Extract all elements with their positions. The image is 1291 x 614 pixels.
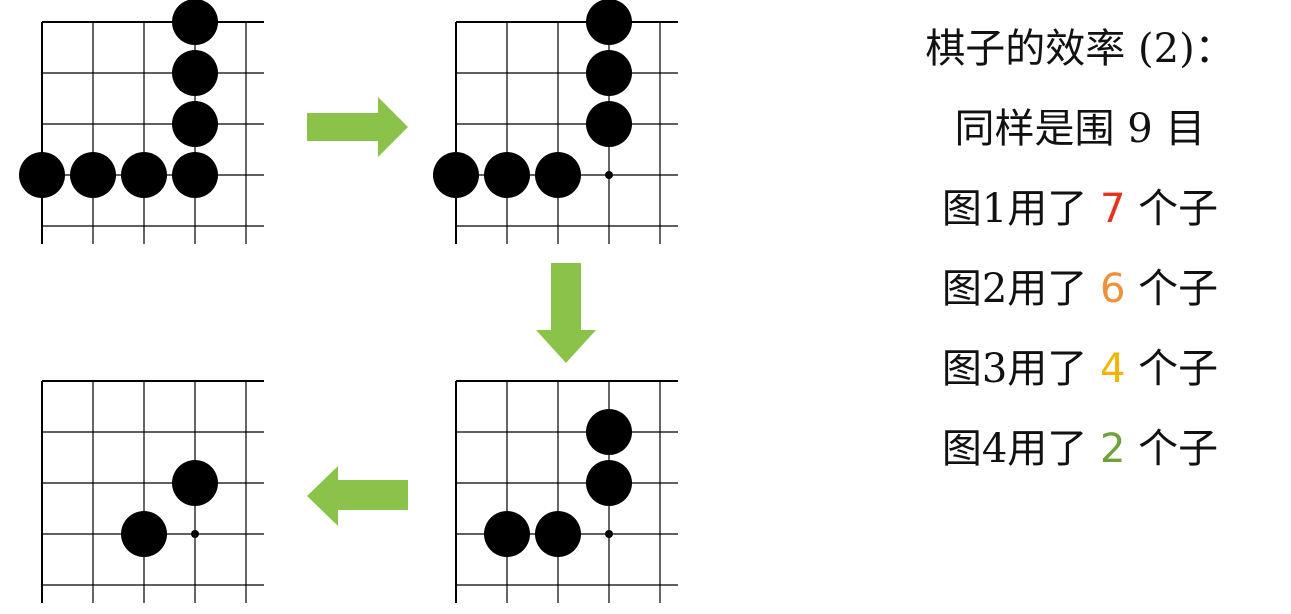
point-marker xyxy=(605,171,613,179)
black-stone xyxy=(535,511,581,557)
black-stone xyxy=(121,511,167,557)
row-1-suffix: 个子 xyxy=(1125,186,1219,232)
black-stone xyxy=(586,50,632,96)
black-stone xyxy=(586,409,632,455)
stone-count-row-1: 图1用了 7 个子 xyxy=(880,178,1280,258)
point-marker xyxy=(191,530,199,538)
black-stone xyxy=(586,0,632,45)
row-2-count: 6 xyxy=(1100,266,1126,312)
row-3-suffix: 个子 xyxy=(1125,346,1219,392)
right-arrow xyxy=(307,97,408,157)
stone-count-row-2: 图2用了 6 个子 xyxy=(880,258,1280,338)
black-stone xyxy=(586,101,632,147)
efficiency-text-panel: 棋子的效率 (2)： 同样是围 9 目 图1用了 7 个子 图2用了 6 个子 … xyxy=(880,18,1280,498)
row-2-suffix: 个子 xyxy=(1125,266,1219,312)
panel-title: 棋子的效率 (2)： xyxy=(925,26,1235,72)
black-stone xyxy=(484,511,530,557)
row-2-prefix: 图2用了 xyxy=(941,266,1100,312)
row-1-prefix: 图1用了 xyxy=(941,186,1100,232)
row-4-count: 2 xyxy=(1100,426,1126,472)
black-stone xyxy=(172,460,218,506)
panel-subtitle: 同样是围 9 目 xyxy=(954,106,1206,152)
black-stone xyxy=(586,460,632,506)
row-3-count: 4 xyxy=(1100,346,1126,392)
black-stone xyxy=(172,50,218,96)
diagram-2 xyxy=(433,0,678,244)
black-stone xyxy=(70,152,116,198)
point-marker xyxy=(605,530,613,538)
row-4-suffix: 个子 xyxy=(1125,426,1219,472)
black-stone xyxy=(484,152,530,198)
stone-count-row-3: 图3用了 4 个子 xyxy=(880,338,1280,418)
black-stone xyxy=(19,152,65,198)
row-4-prefix: 图4用了 xyxy=(941,426,1100,472)
black-stone xyxy=(172,101,218,147)
left-arrow xyxy=(307,466,408,526)
black-stone xyxy=(172,152,218,198)
row-3-prefix: 图3用了 xyxy=(941,346,1100,392)
black-stone xyxy=(121,152,167,198)
stone-count-row-4: 图4用了 2 个子 xyxy=(880,418,1280,498)
row-1-count: 7 xyxy=(1100,186,1126,232)
black-stone xyxy=(172,0,218,45)
down-arrow xyxy=(536,263,596,363)
diagram-1 xyxy=(19,0,264,244)
diagram-3 xyxy=(455,380,678,603)
black-stone xyxy=(433,152,479,198)
diagram-4 xyxy=(41,380,264,603)
black-stone xyxy=(535,152,581,198)
